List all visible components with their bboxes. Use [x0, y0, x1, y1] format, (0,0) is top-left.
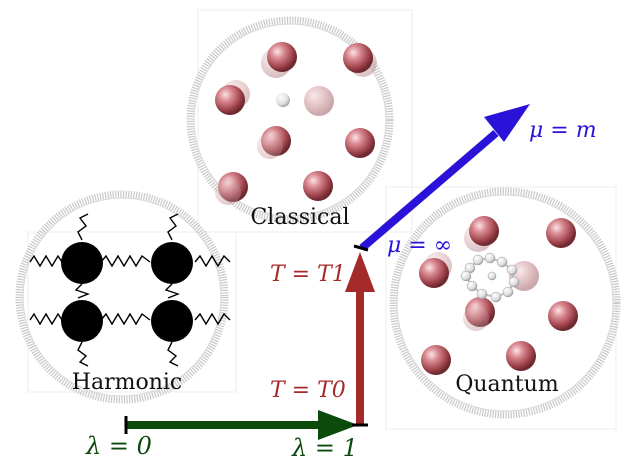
classical-label: Classical: [250, 205, 349, 230]
quantum-ring: [389, 187, 621, 419]
panel-frames: [27, 9, 617, 430]
classical-atoms: [215, 42, 377, 205]
temperature-start-label: T = T0: [270, 378, 346, 403]
classical-panel: Classical: [186, 16, 394, 230]
harmonic-ring: [15, 190, 229, 404]
mu-arrow: [353, 104, 530, 252]
lambda-end-label: λ = 1: [291, 434, 358, 462]
quantum-ring-inner: [396, 194, 614, 412]
springs: [29, 213, 231, 367]
temperature-end-label: T = T1: [270, 262, 346, 287]
harmonic-panel: Harmonic: [15, 190, 231, 404]
quantum-label: Quantum: [455, 372, 559, 397]
harmonic-balls: [61, 242, 193, 342]
mu-end-label: μ = m: [529, 118, 597, 143]
classical-ring: [186, 16, 394, 224]
temperature-arrow: [345, 252, 375, 427]
harmonic-label: Harmonic: [72, 370, 182, 395]
lambda-start-label: λ = 0: [85, 432, 152, 460]
lambda-arrow: [124, 410, 358, 440]
classical-ring-inner: [193, 23, 387, 217]
mu-start-label: μ = ∞: [387, 233, 452, 258]
quantum-panel: Quantum: [389, 187, 621, 419]
harmonic-ring-inner: [22, 197, 222, 397]
ring-polymer: [460, 252, 520, 303]
